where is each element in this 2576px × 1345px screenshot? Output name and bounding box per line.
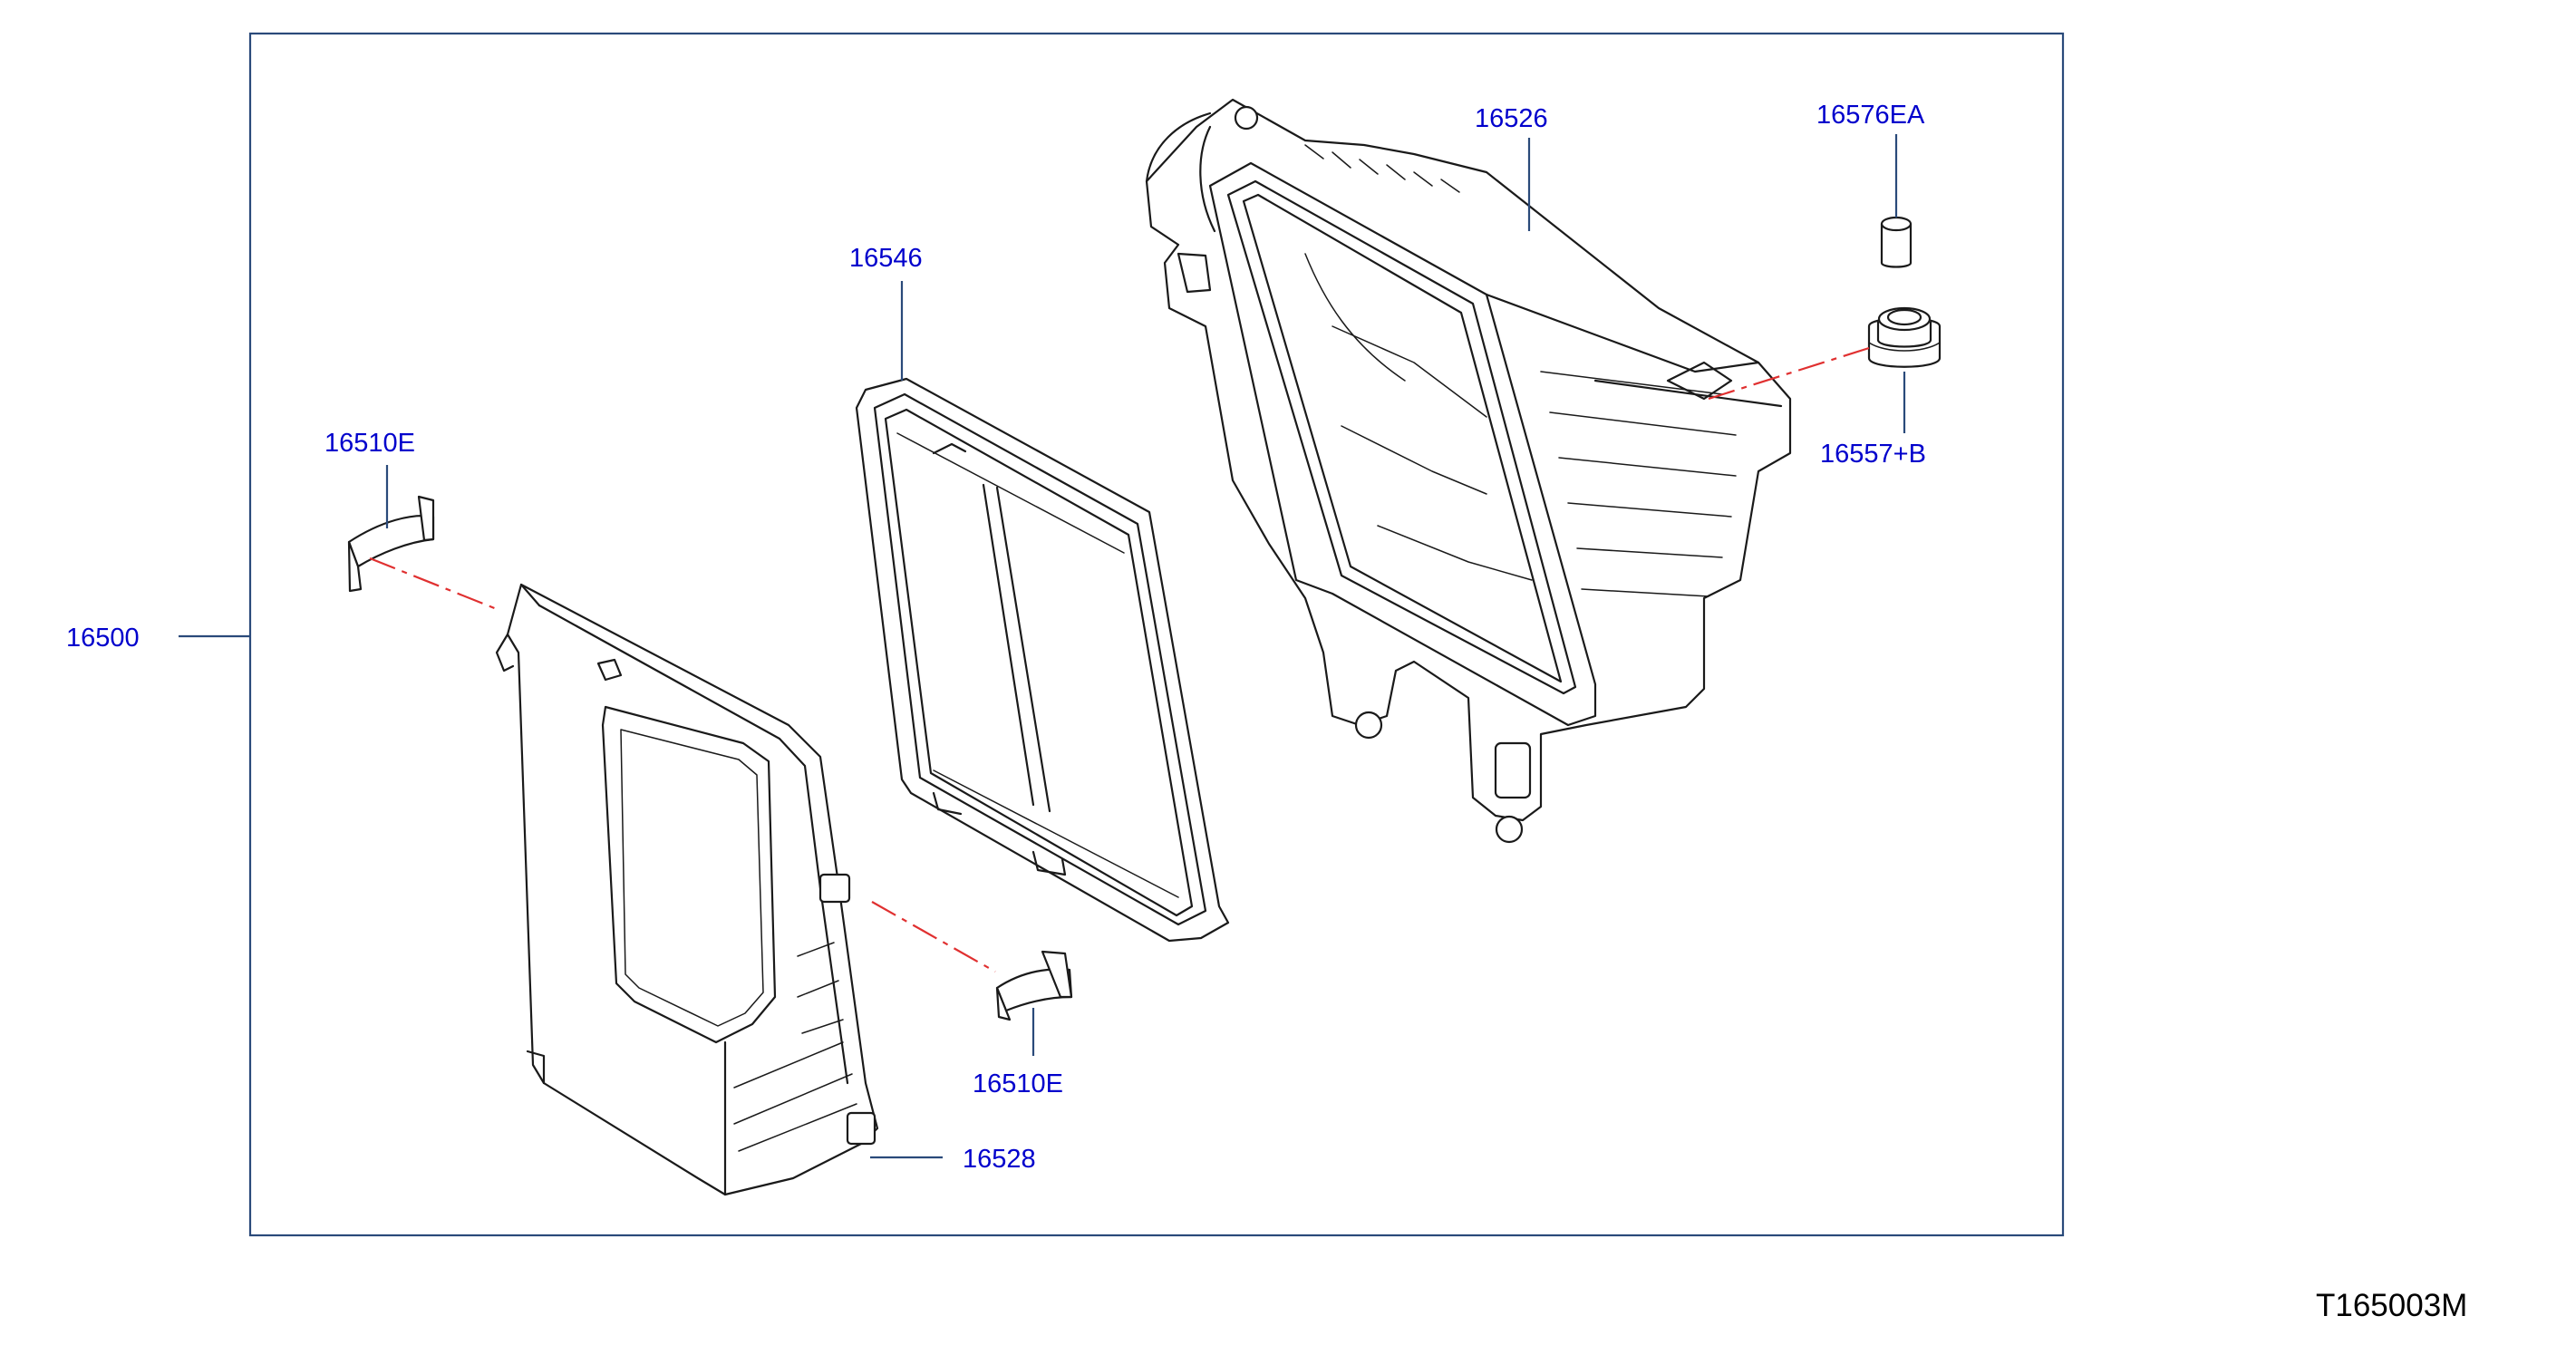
lower-case-16528 [495,583,879,1196]
grommet-16557b [1867,306,1942,368]
clip-16510e-top [347,495,435,593]
centerline-clip-bottom [871,901,996,972]
filter-element-16546 [855,377,1230,943]
centerline-clip-top [369,556,498,611]
label-16526: 16526 [1475,104,1548,133]
label-16546: 16546 [849,244,923,273]
cap-16576ea [1880,216,1913,268]
label-16510e-top: 16510E [324,429,415,458]
label-16528: 16528 [963,1145,1036,1174]
reference-code: T165003M [2316,1288,2467,1323]
upper-case-16526 [1145,98,1792,844]
label-16500: 16500 [66,624,140,653]
label-16557b: 16557+B [1820,440,1926,469]
label-16510e-bottom: 16510E [973,1069,1063,1098]
label-16576ea: 16576EA [1816,101,1925,130]
clip-16510e-bottom [995,950,1073,1021]
assembly-frame [248,32,2065,1237]
centerline-grommet [1708,346,1870,401]
